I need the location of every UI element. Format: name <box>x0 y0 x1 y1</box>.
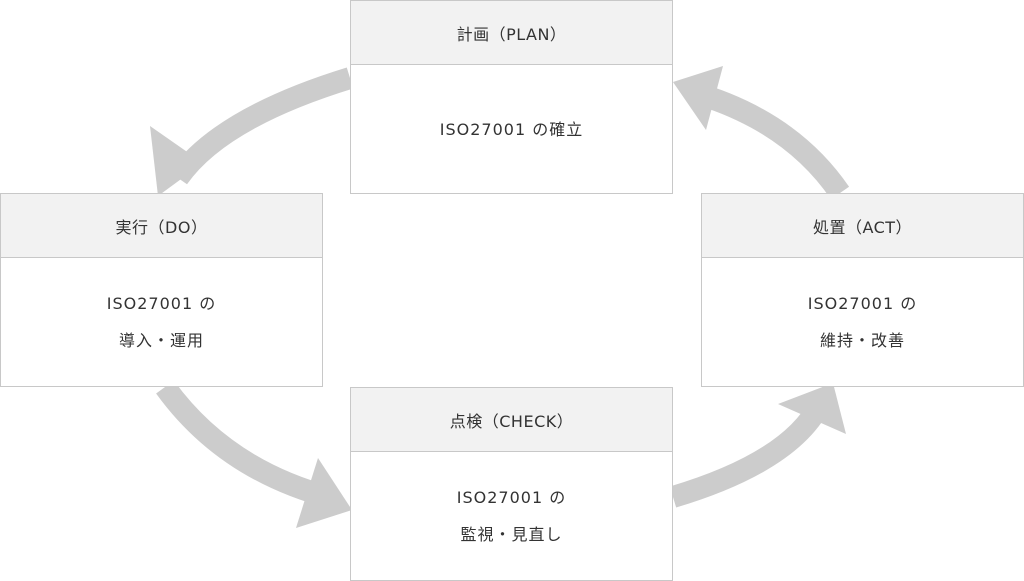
act-box: 処置（ACT） ISO27001 の 維持・改善 <box>701 193 1024 387</box>
arrowhead-plan-to-do <box>150 126 203 196</box>
arrow-check-to-act <box>669 398 830 508</box>
do-body: ISO27001 の 導入・運用 <box>1 258 322 386</box>
check-box: 点検（CHECK） ISO27001 の 監視・見直し <box>350 387 673 581</box>
arrow-act-to-plan <box>688 81 850 200</box>
arrowhead-do-to-check <box>296 458 352 528</box>
do-line-2: 導入・運用 <box>118 331 204 350</box>
arrowhead-check-to-act <box>778 383 846 434</box>
do-line-1: ISO27001 の <box>106 294 217 313</box>
arrowhead-act-to-plan <box>673 66 723 130</box>
check-body: ISO27001 の 監視・見直し <box>351 452 672 580</box>
check-line-2: 監視・見直し <box>460 525 563 544</box>
do-title: 実行（DO） <box>1 194 322 258</box>
plan-line-1: ISO27001 の確立 <box>439 119 584 139</box>
do-box: 実行（DO） ISO27001 の 導入・運用 <box>0 193 323 387</box>
act-body: ISO27001 の 維持・改善 <box>702 258 1023 386</box>
plan-title: 計画（PLAN） <box>351 1 672 65</box>
plan-body: ISO27001 の確立 <box>351 65 672 193</box>
check-title: 点検（CHECK） <box>351 388 672 452</box>
plan-box: 計画（PLAN） ISO27001 の確立 <box>350 0 673 194</box>
check-line-1: ISO27001 の <box>456 488 567 507</box>
act-title: 処置（ACT） <box>702 194 1023 258</box>
act-line-2: 維持・改善 <box>819 331 905 350</box>
act-line-1: ISO27001 の <box>807 294 918 313</box>
arrow-do-to-check <box>156 380 335 509</box>
arrow-plan-to-do <box>168 67 354 185</box>
